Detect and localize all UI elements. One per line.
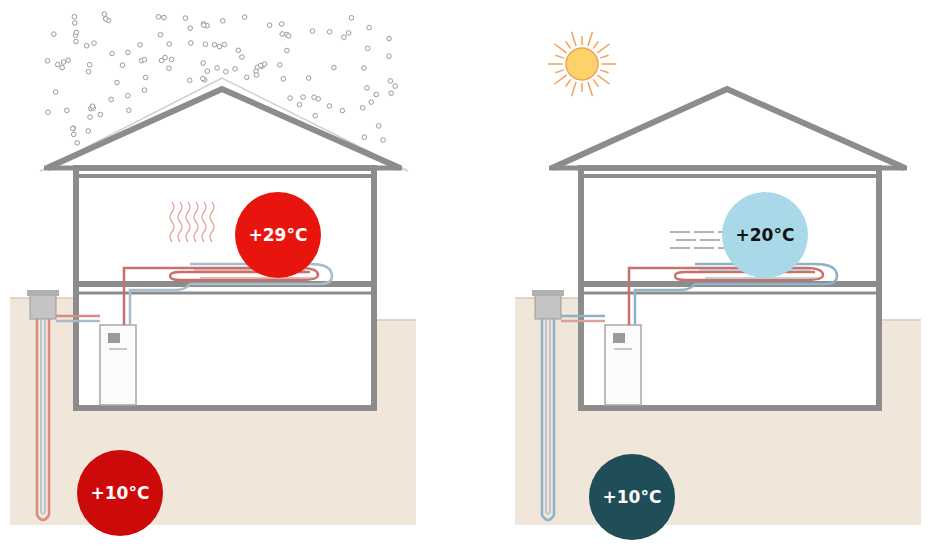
indoor-temperature-circle: +20°C (722, 192, 808, 278)
indoor-temperature-circle: +29°C (235, 192, 321, 278)
temperature-label: +10°C (603, 487, 662, 507)
sun (548, 32, 616, 97)
ground-temperature-circle: +10°C (589, 454, 675, 540)
temperature-label: +10°C (91, 483, 150, 503)
heat-waves (170, 202, 214, 242)
ground-temperature-circle: +10°C (77, 450, 163, 536)
house-winter (10, 89, 416, 525)
house-summer (515, 89, 921, 525)
temperature-label: +20°C (736, 225, 795, 245)
temperature-label: +29°C (249, 225, 308, 245)
pipes-summer (542, 264, 837, 520)
